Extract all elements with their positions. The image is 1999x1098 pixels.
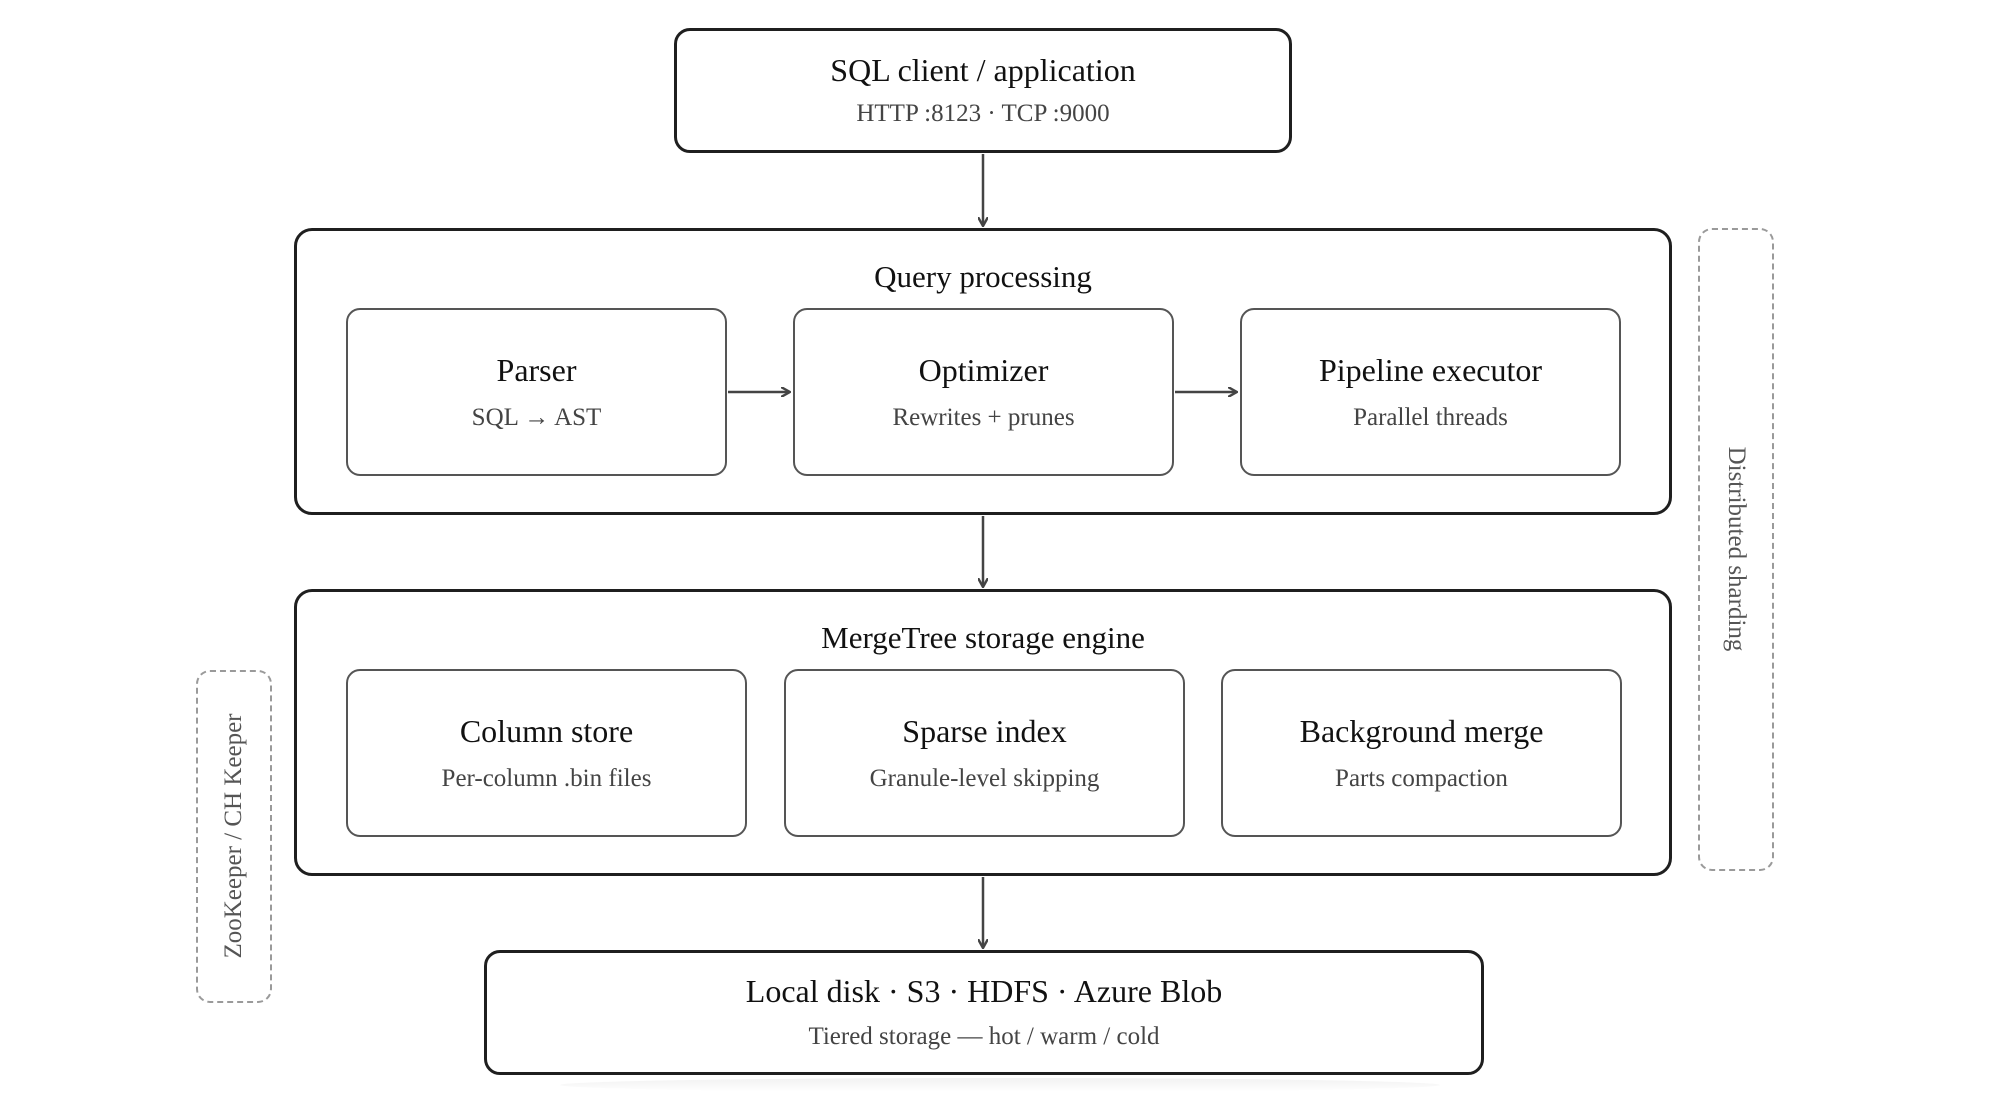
optimizer-node: Optimizer Rewrites + prunes: [793, 308, 1174, 476]
sharding-box: [1698, 228, 1774, 871]
bottom-shadow: [560, 1078, 1440, 1092]
storage-engine-title: MergeTree storage engine: [821, 620, 1145, 655]
sparse-index-node: Sparse index Granule-level skipping: [784, 669, 1185, 837]
optimizer-title: Optimizer: [918, 351, 1049, 388]
storage-backends-subtitle: Tiered storage — hot / warm / cold: [808, 1023, 1160, 1051]
sharding-label: Distributed sharding: [1723, 446, 1750, 652]
coordination-label: ZooKeeper / CH Keeper: [220, 713, 247, 959]
client-box: SQL client / application HTTP :8123 · TC…: [674, 28, 1292, 153]
column-store-title: Column store: [459, 712, 634, 749]
sparse-index-title: Sparse index: [902, 712, 1067, 749]
optimizer-subtitle: Rewrites + prunes: [892, 403, 1075, 431]
parser-subtitle: SQL → AST: [471, 403, 602, 431]
background-merge-title: Background merge: [1299, 712, 1544, 749]
storage-backends-box: Local disk · S3 · HDFS · Azure Blob Tier…: [484, 950, 1484, 1075]
client-title: SQL client / application: [830, 52, 1136, 89]
query-processing-title: Query processing: [874, 259, 1092, 294]
background-merge-node: Background merge Parts compaction: [1221, 669, 1622, 837]
parser-node: Parser SQL → AST: [346, 308, 727, 476]
background-merge-subtitle: Parts compaction: [1335, 764, 1508, 792]
executor-node: Pipeline executor Parallel threads: [1240, 308, 1621, 476]
executor-title: Pipeline executor: [1318, 351, 1543, 388]
column-store-subtitle: Per-column .bin files: [441, 764, 652, 792]
coordination-box: [196, 670, 272, 1003]
sparse-index-subtitle: Granule-level skipping: [869, 764, 1100, 792]
storage-backends-title: Local disk · S3 · HDFS · Azure Blob: [745, 973, 1223, 1010]
executor-subtitle: Parallel threads: [1353, 403, 1508, 431]
column-store-node: Column store Per-column .bin files: [346, 669, 747, 837]
parser-title: Parser: [496, 351, 577, 388]
client-subtitle: HTTP :8123 · TCP :9000: [856, 100, 1110, 128]
